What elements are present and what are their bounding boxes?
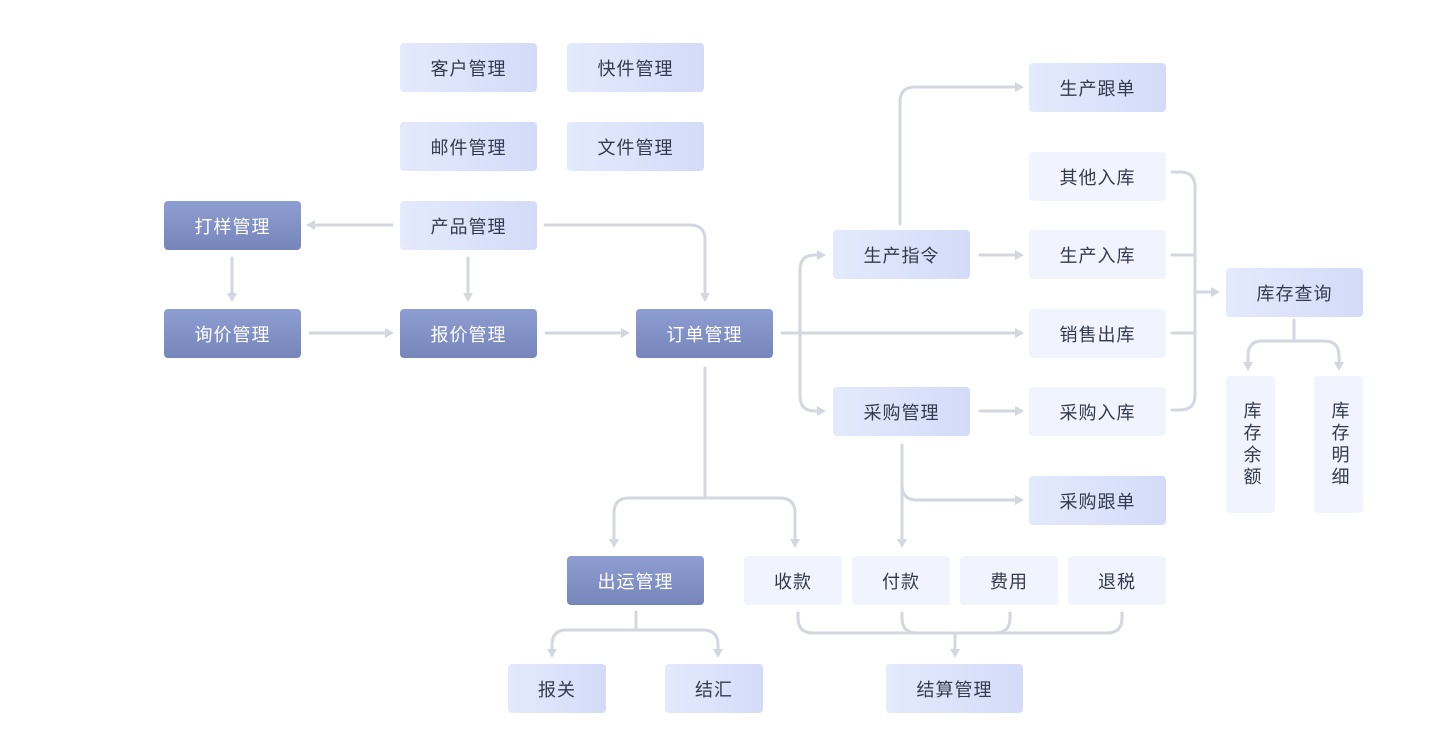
connector-bracket-stub [1170,253,1197,335]
node-purchase-management[interactable]: 采购管理 [833,387,970,436]
node-production-warehouse-in[interactable]: 生产入库 [1029,230,1166,279]
connector-product-to-order [543,223,707,296]
arrowhead [227,293,237,302]
arrowhead [713,649,723,658]
node-production-order[interactable]: 生产指令 [833,230,970,279]
arrowhead [306,220,315,230]
arrowhead [1243,362,1253,371]
arrowhead [1211,287,1220,297]
node-tax-refund[interactable]: 退税 [1068,556,1166,605]
connector-production-to-tracking [898,85,1018,226]
node-other-warehouse-in[interactable]: 其他入库 [1029,152,1166,201]
connector-warehouse-bracket [1170,170,1197,412]
node-production-tracking[interactable]: 生产跟单 [1029,63,1166,112]
node-expense[interactable]: 费用 [960,556,1058,605]
node-file-management[interactable]: 文件管理 [567,122,704,171]
connector-purchase-to-tracking [900,443,1018,502]
arrowhead [817,406,826,416]
connector-inventory-split [1246,318,1341,365]
node-purchase-tracking[interactable]: 采购跟单 [1029,476,1166,525]
connector-order-to-production [798,253,820,335]
node-customs-declaration[interactable]: 报关 [508,664,606,713]
arrowhead [700,293,710,302]
node-sampling-management[interactable]: 打样管理 [164,201,301,250]
connector-settlement-bracket [796,611,1124,635]
arrowhead [609,539,619,548]
arrowhead [621,328,630,338]
node-mail-management[interactable]: 邮件管理 [400,122,537,171]
arrowhead [547,649,557,658]
node-quotation-management[interactable]: 报价管理 [400,309,537,358]
node-shipping-management[interactable]: 出运管理 [567,556,704,605]
arrowhead [1015,250,1024,260]
node-product-management[interactable]: 产品管理 [400,201,537,250]
node-foreign-exchange-settlement[interactable]: 结汇 [665,664,763,713]
arrowhead [1334,362,1344,371]
connector-order-to-shipping [612,496,797,542]
arrowhead [463,293,473,302]
arrowhead [1015,495,1024,505]
arrowhead [790,539,800,548]
node-settlement-management[interactable]: 结算管理 [886,664,1023,713]
arrowhead [1015,82,1024,92]
node-order-management[interactable]: 订单管理 [636,309,773,358]
connector-shipping-split [550,610,720,652]
node-customer-management[interactable]: 客户管理 [400,43,537,92]
node-inventory-balance[interactable]: 库存余额 [1226,376,1275,513]
node-collection[interactable]: 收款 [744,556,842,605]
arrowhead [385,328,394,338]
node-inventory-detail[interactable]: 库存明细 [1314,376,1363,513]
arrowhead [897,539,907,548]
node-inquiry-management[interactable]: 询价管理 [164,309,301,358]
node-express-management[interactable]: 快件管理 [567,43,704,92]
connector-order-to-purchase [798,331,820,413]
node-sales-warehouse-out[interactable]: 销售出库 [1029,309,1166,358]
arrowhead [817,250,826,260]
arrowhead [950,649,960,658]
node-inventory-query[interactable]: 库存查询 [1226,268,1363,317]
node-purchase-warehouse-in[interactable]: 采购入库 [1029,387,1166,436]
node-payment[interactable]: 付款 [852,556,950,605]
arrowhead [1015,406,1024,416]
arrowhead [1015,328,1024,338]
